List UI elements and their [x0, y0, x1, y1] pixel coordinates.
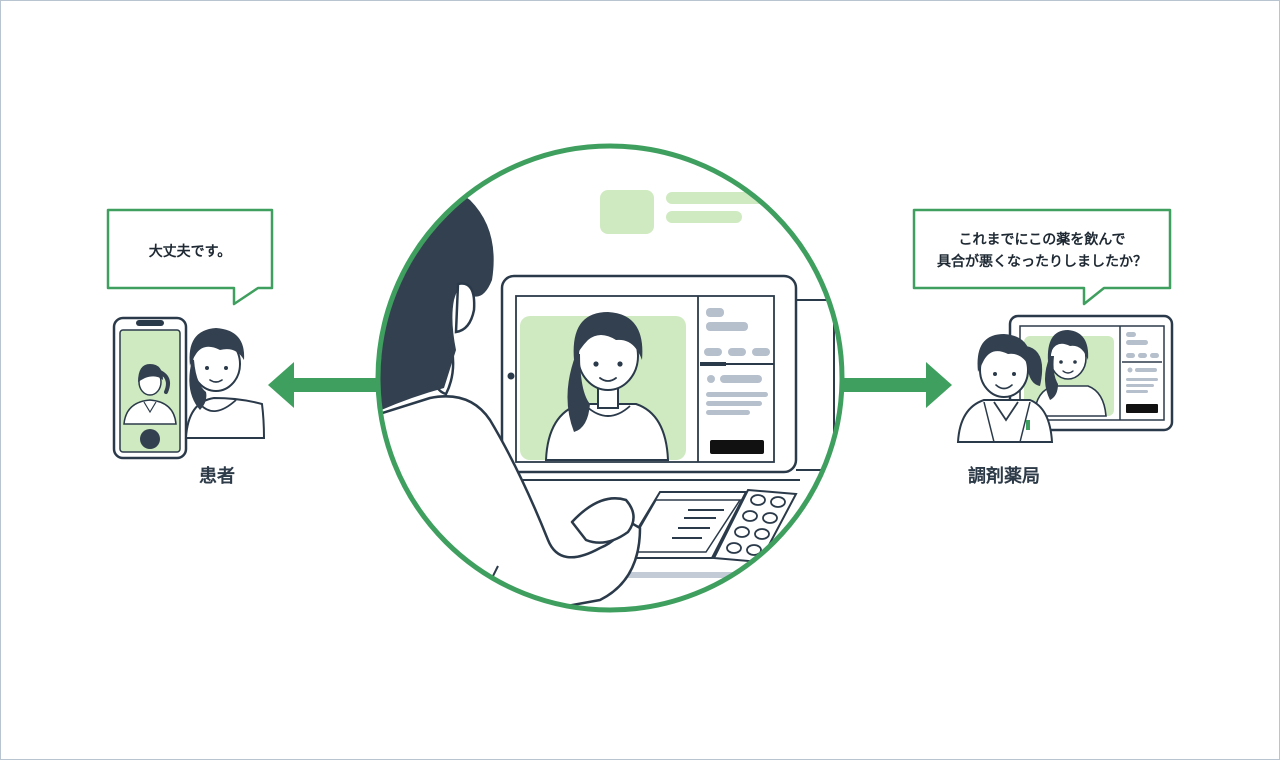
- tablet-patient-avatar: [544, 312, 670, 461]
- pharmacist-avatar: [956, 334, 1054, 443]
- arrow-left-icon: [268, 362, 388, 408]
- pharmacy-speech-bubble: これまでにこの薬を飲んで 具合が悪くなったりしましたか？: [912, 208, 1172, 306]
- patient-speech-bubble: 大丈夫です。: [106, 208, 274, 306]
- arrow-right-icon: [832, 362, 952, 408]
- pharmacy-speech-line1: これまでにこの薬を飲んで: [958, 231, 1125, 248]
- tablet-icon: [500, 274, 798, 474]
- patient-speech-text: 大丈夫です。: [149, 243, 232, 260]
- pill-pack-icon: [712, 488, 798, 564]
- smartphone-icon: [112, 316, 188, 460]
- consultation-scene: [375, 143, 845, 613]
- pharmacy-label: 調剤薬局: [968, 465, 1040, 487]
- phone-pharmacist-avatar: [123, 364, 177, 425]
- patient-label: 患者: [199, 466, 235, 487]
- pharmacy-tablet-patient-avatar: [1033, 330, 1107, 417]
- prescription-paper-icon: [378, 491, 748, 559]
- pharmacy-tablet-icon: [1008, 314, 1174, 432]
- pharmacy-speech-line2: 具合が悪くなったりしましたか？: [936, 253, 1147, 270]
- patient-avatar: [184, 328, 266, 439]
